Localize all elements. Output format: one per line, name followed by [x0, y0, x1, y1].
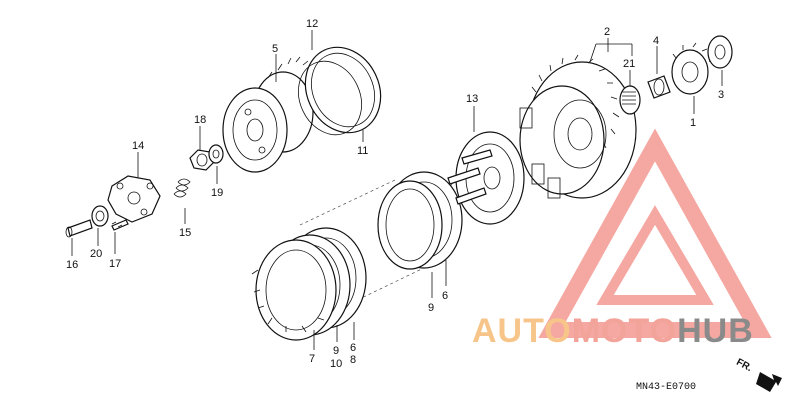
watermark-moto: MOTO: [571, 312, 678, 350]
part-label-10: 10: [330, 358, 342, 370]
o-ring-pair: [298, 46, 382, 136]
part-label-5: 5: [272, 43, 278, 55]
watermark-logo: [538, 128, 772, 338]
pressure-plate: [447, 131, 525, 225]
lifter-rod: [65, 219, 93, 238]
part-label-20: 20: [90, 248, 102, 260]
part-label-1: 1: [690, 117, 696, 129]
bearing: [91, 205, 109, 227]
part-label-14: 14: [132, 140, 144, 152]
part-label-4: 4: [653, 35, 659, 47]
part-label-3: 3: [718, 89, 724, 101]
part-label-17: 17: [109, 258, 121, 270]
part-label-15: 15: [179, 227, 191, 239]
clutch-spring: [173, 178, 191, 198]
drive-sprocket: [671, 42, 715, 95]
part-label-12: 12: [306, 18, 318, 30]
part-label-6a: 6: [442, 290, 448, 302]
front-direction-arrow-icon: [756, 372, 782, 392]
part-labels: 5 12 11 18 19 14 15 16 20 17 7 9 10 6 8 …: [66, 18, 724, 370]
watermark-hub: HUB: [677, 312, 754, 350]
lifter-plate: [107, 175, 161, 223]
part-label-13: 13: [466, 93, 478, 105]
watermark-auto: AUTO: [472, 312, 572, 350]
plate-disc-pair: [377, 171, 463, 270]
part-label-9a: 9: [428, 302, 434, 314]
needle-bearing: [619, 85, 641, 115]
part-label-8: 8: [350, 354, 356, 366]
part-label-11: 11: [357, 145, 368, 157]
clutch-housing: [519, 54, 637, 199]
watermark-wordmark: AUTOMOTOHUB: [472, 312, 754, 351]
drawing-code: MN43-E0700: [636, 382, 697, 393]
thrust-washer: [707, 35, 733, 69]
part-label-6b: 6: [350, 342, 356, 354]
part-label-2: 2: [604, 26, 610, 38]
leader-lines: [71, 30, 723, 350]
part-label-18: 18: [194, 114, 206, 126]
collar: [647, 75, 671, 99]
bolt: [111, 219, 129, 231]
part-label-9b: 9: [333, 345, 339, 357]
part-label-21: 21: [623, 58, 635, 70]
part-label-19: 19: [211, 187, 223, 199]
part-label-16: 16: [66, 259, 78, 271]
part-label-7: 7: [309, 353, 315, 365]
washer: [208, 144, 224, 164]
friction-disc-stack: [251, 227, 367, 341]
